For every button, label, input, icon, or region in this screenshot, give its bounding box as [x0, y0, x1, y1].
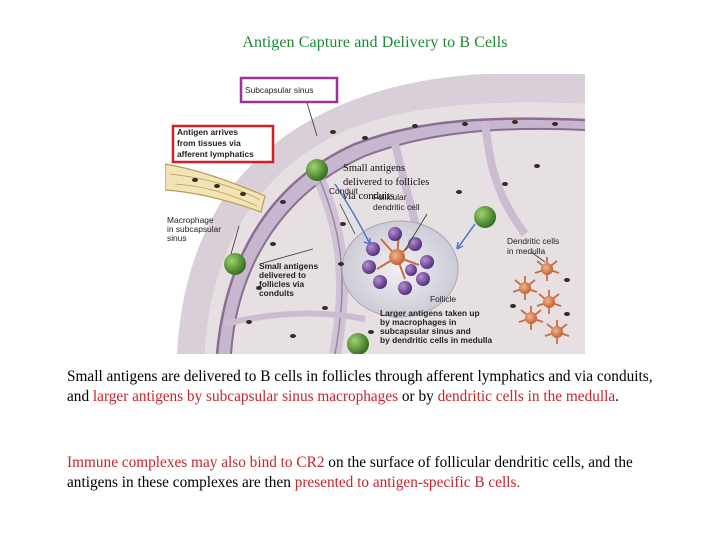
small-antigens-label-3: follicles via	[259, 279, 304, 289]
slide-title: Antigen Capture and Delivery to B Cells	[242, 34, 508, 51]
subcapsular-sinus-label: Subcapsular sinus	[245, 85, 313, 95]
overlay-text-3: via conduits	[343, 191, 394, 202]
follicular-dc-label-2: dendritic cell	[373, 202, 420, 212]
larger-antigens-label-1: Larger antigens taken up	[380, 308, 480, 318]
macrophage-label-1: Macrophage	[167, 215, 214, 225]
p1-text-1: Small antigens are delivered to B cells …	[67, 368, 653, 405]
macrophage-label-2: in subcapsular	[167, 224, 221, 234]
medulla-dendritic-cells	[512, 257, 570, 344]
larger-antigens-label-4: by dendritic cells in medulla	[380, 335, 493, 345]
larger-antigens-label-3: subcapsular sinus and	[380, 326, 471, 336]
antigen-particles	[192, 120, 570, 338]
follicle-label: Follicle	[430, 294, 456, 304]
p2-highlight-bcells: presented to antigen-specific B cells.	[294, 474, 521, 491]
overlay-text-1: Small antigens	[343, 163, 405, 174]
lymph-node-capsule	[177, 74, 585, 354]
p1-highlight-macrophages: larger antigens by subcapsular sinus mac…	[92, 388, 399, 405]
p1-text-2: or by	[398, 388, 438, 405]
antigen-arrives-box	[171, 124, 275, 164]
larger-antigens-label-2: by macrophages in	[380, 317, 456, 327]
follicular-dc-label-1: Follicular	[373, 192, 407, 202]
overlay-text-2: delivered to follicles	[343, 177, 429, 188]
dendritic-medulla-label-2: in medulla	[507, 246, 546, 256]
antigen-arrives-label-2: from tissues via	[177, 138, 241, 148]
paragraph-immune-complexes: Immune complexes may also bind to CR2 on…	[67, 453, 677, 493]
p1-text-3: .	[615, 388, 619, 405]
p1-highlight-dendritic: dendritic cells in the medulla	[437, 388, 616, 405]
macrophage-label-3: sinus	[167, 233, 187, 243]
small-antigens-label-1: Small antigens	[259, 261, 318, 271]
flow-arrows	[334, 183, 476, 250]
antigen-delivery-diagram: Subcapsular sinus Antigen arrives from t…	[165, 74, 585, 354]
small-antigens-label-4: conduits	[259, 288, 294, 298]
antigen-arrives-label-1: Antigen arrives	[177, 127, 238, 137]
subcapsular-sinus-box	[239, 76, 339, 104]
small-antigens-label-2: delivered to	[259, 270, 306, 280]
p2-text-1: on the surface of follicular dendritic c…	[67, 454, 633, 491]
paragraph-small-antigens: Small antigens are delivered to B cells …	[67, 367, 677, 407]
b-cells	[362, 227, 434, 295]
afferent-lymphatic	[165, 163, 266, 213]
dendritic-medulla-label-1: Dendritic cells	[507, 236, 559, 246]
macrophages	[224, 159, 496, 354]
p2-highlight-cr2: Immune complexes may also bind to CR2	[67, 454, 325, 471]
conduit-label: Conduit	[329, 186, 359, 196]
antigen-arrives-label-3: afferent lymphatics	[177, 149, 254, 159]
